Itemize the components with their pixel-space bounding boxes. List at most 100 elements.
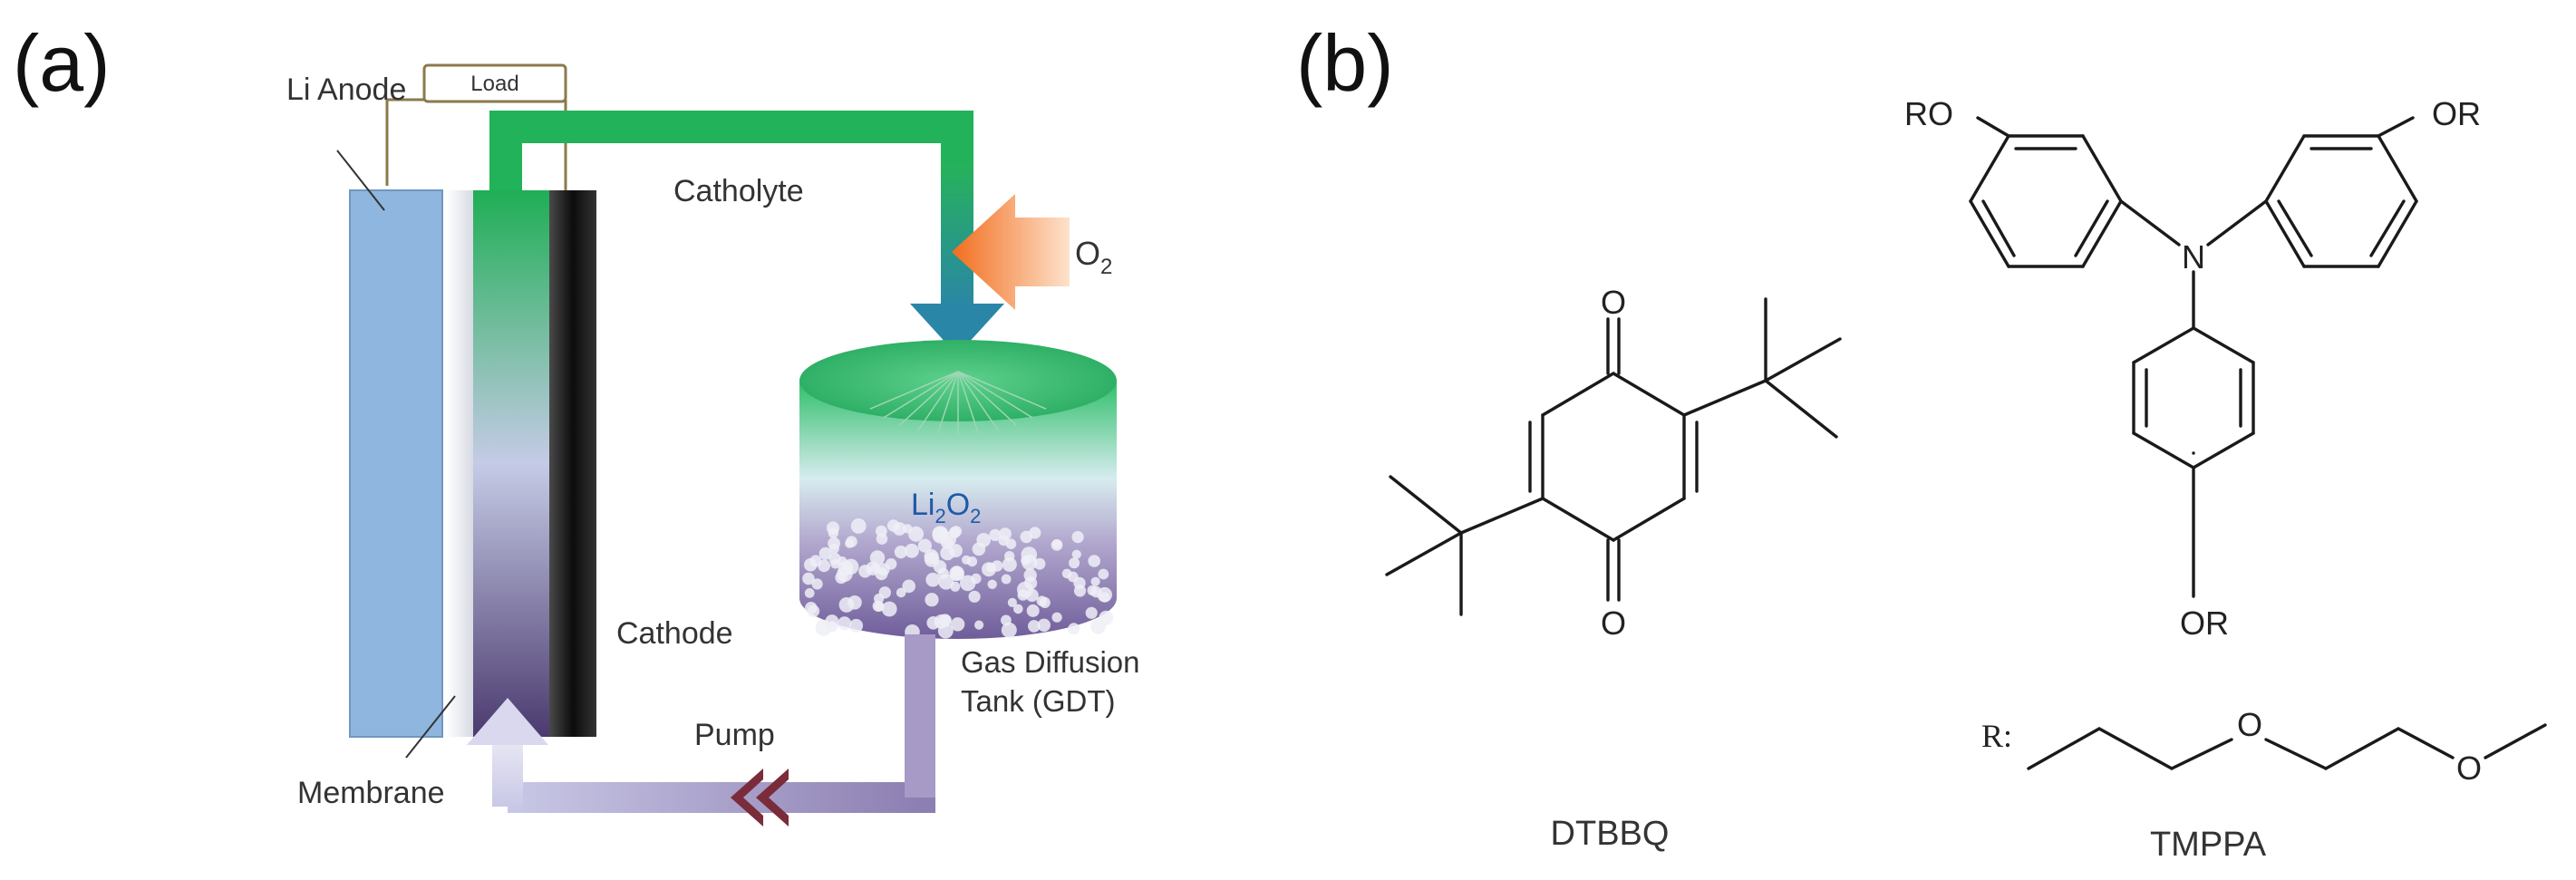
precipitate-particle xyxy=(837,556,847,566)
precipitate-particle xyxy=(849,618,864,633)
spray-line xyxy=(957,371,999,431)
precipitate-particle xyxy=(1071,531,1084,544)
return-pipe-vertical xyxy=(905,634,935,798)
li-anode xyxy=(349,189,443,738)
precipitate-particle xyxy=(1071,549,1081,559)
tank-precipitate xyxy=(802,518,1114,640)
precipitate-particle xyxy=(818,546,832,560)
r-group-label: R: xyxy=(1981,718,2012,754)
precipitate-particle xyxy=(846,536,857,547)
precipitate-particle xyxy=(894,546,908,559)
precipitate-particle xyxy=(1026,604,1040,617)
precipitate-particle xyxy=(886,519,900,532)
precipitate-particle xyxy=(1002,556,1017,572)
tank-spray-lines xyxy=(869,371,1047,435)
spray-line xyxy=(957,371,1033,419)
precipitate-particle xyxy=(881,601,897,617)
catholyte-pipe-down xyxy=(941,163,973,308)
membrane-label: Membrane xyxy=(297,776,445,810)
precipitate-particle xyxy=(850,518,867,534)
tank-label-line2: Tank (GDT) xyxy=(961,684,1116,718)
current-collector xyxy=(549,190,596,737)
catholyte-label: Catholyte xyxy=(673,174,804,208)
precipitate-particle xyxy=(876,533,888,545)
precipitate-particle xyxy=(802,572,815,585)
wire-anode xyxy=(385,98,424,186)
precipitate-particle xyxy=(989,528,1002,542)
precipitate-particle xyxy=(926,616,940,630)
panel-a-label: (a) xyxy=(13,18,111,108)
r-group-oxygen-1: O xyxy=(2237,706,2262,743)
precipitate-particle xyxy=(1029,527,1041,539)
precipitate-particle xyxy=(869,550,886,566)
spray-line xyxy=(883,371,959,419)
oxygen-inlet-arrow xyxy=(952,194,1070,310)
precipitate-particle xyxy=(804,588,815,598)
precipitate-particle xyxy=(1024,576,1038,590)
precipitate-particle xyxy=(1028,620,1041,633)
load-box xyxy=(422,63,567,103)
precipitate-particle xyxy=(1051,539,1063,551)
panel-a: (a) Load Li Anode Membrane Cathode Catho… xyxy=(13,18,1139,827)
tmppa-name: TMPPA xyxy=(2150,826,2267,864)
precipitate-particle xyxy=(896,587,906,598)
pump-label: Pump xyxy=(694,718,775,752)
dtbbq-name: DTBBQ xyxy=(1551,815,1670,853)
precipitate-particle xyxy=(838,616,852,631)
panel-b-label: (b) xyxy=(1296,18,1394,108)
precipitate-particle xyxy=(1021,556,1031,566)
precipitate-particle xyxy=(1001,574,1012,585)
precipitate-particle xyxy=(968,590,981,603)
porous-cathode xyxy=(473,190,549,737)
precipitate-particle xyxy=(807,604,820,617)
pump-icon xyxy=(731,769,789,827)
tmppa-or-top-right: OR xyxy=(2432,95,2481,132)
precipitate-particle xyxy=(925,572,940,587)
precipitate-particle xyxy=(908,526,925,542)
r-group-oxygen-2: O xyxy=(2456,749,2482,787)
r-group-structure: R: O O xyxy=(1981,706,2547,787)
precipitate-particle xyxy=(870,563,880,573)
precipitate-particle xyxy=(1007,597,1017,608)
precipitate-particle xyxy=(885,558,897,570)
precipitate-particle xyxy=(938,574,954,590)
precipitate-particle xyxy=(924,552,940,567)
precipitate-particle xyxy=(950,567,964,581)
load-label: Load xyxy=(470,72,518,96)
precipitate-particle xyxy=(828,543,839,554)
precipitate-particle xyxy=(950,617,965,632)
spray-line xyxy=(936,371,959,434)
precipitate-particle xyxy=(925,593,939,607)
precipitate-particle xyxy=(1099,610,1114,625)
precipitate-particle xyxy=(1090,576,1100,586)
precipitate-particle xyxy=(804,557,818,572)
oxygen-label: O2 xyxy=(1075,235,1112,279)
tmppa-structure: RO OR N OR xyxy=(1904,95,2481,642)
return-pipe-up xyxy=(492,743,523,807)
precipitate-particle xyxy=(1073,585,1087,597)
dtbbq-structure: O O xyxy=(1385,284,1842,642)
spray-line xyxy=(957,371,1017,426)
precipitate-particle xyxy=(1098,568,1109,580)
precipitate-particle xyxy=(811,578,823,590)
precipitate-particle xyxy=(948,527,961,539)
precipitate-particle xyxy=(1051,612,1062,623)
tank-label-line1: Gas Diffusion xyxy=(961,645,1139,679)
precipitate-particle xyxy=(1085,606,1098,619)
precipitate-particle xyxy=(1069,557,1080,569)
catholyte-arrowhead xyxy=(910,304,1004,355)
precipitate-particle xyxy=(1036,595,1048,606)
precipitate-particle xyxy=(1037,618,1051,632)
tmppa-nitrogen: N xyxy=(2182,238,2205,276)
precipitate-particle xyxy=(1005,538,1017,549)
precipitate-particle xyxy=(987,579,997,589)
precipitate-particle xyxy=(974,620,984,630)
precipitate-particle xyxy=(1088,555,1100,567)
tmppa-ro-top-left: RO xyxy=(1904,95,1953,132)
spray-line xyxy=(957,371,980,434)
precipitate-particle xyxy=(828,527,839,538)
precipitate-particle xyxy=(1099,592,1110,603)
dtbbq-oxygen-top: O xyxy=(1601,284,1626,321)
precipitate-particle xyxy=(878,586,891,599)
precipitate-particle xyxy=(972,542,986,556)
